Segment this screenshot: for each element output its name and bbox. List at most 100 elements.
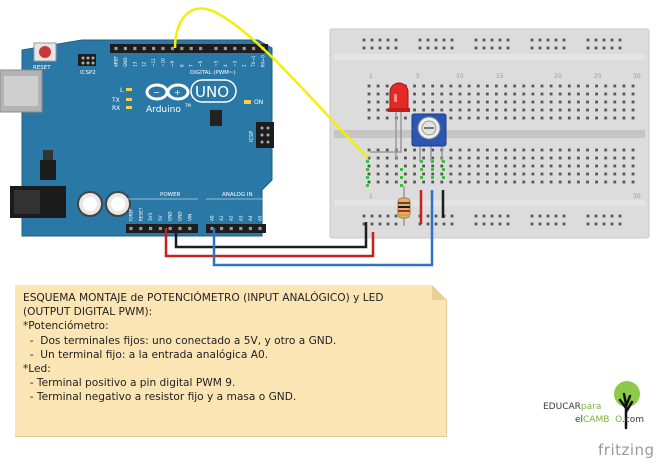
breadboard-hole [562,214,566,218]
breadboard-hole [370,222,374,226]
breadboard-hole [540,180,544,184]
breadboard-hole [613,92,617,96]
breadboard-hole [431,148,435,152]
breadboard-hole [558,84,562,88]
digital-pin-label: 8 [179,64,184,67]
breadboard-hole [449,156,453,160]
breadboard-hole [622,180,626,184]
breadboard-hole [522,108,526,112]
breadboard-hole [610,222,614,226]
breadboard-hole [467,148,471,152]
breadboard-hole [458,108,462,112]
breadboard-hole [495,100,498,104]
breadboard-hole [558,100,562,104]
power-pin-hole [178,226,182,231]
digital-pin-hole [189,46,193,51]
black-wire-gnd [174,222,368,249]
power-pin-hole [139,226,143,231]
breadboard-hole [482,46,486,50]
svg-text:L: L [120,87,124,94]
breadboard-hole [504,92,507,96]
breadboard-hole [362,38,366,42]
breadboard-hole [422,164,425,168]
educar-logo-mark [614,381,640,430]
note-line: - Un terminal fijo: a la entrada analógi… [23,348,269,361]
breadboard-hole [449,172,453,176]
breadboard-hole [622,156,626,160]
note-line: *Led: [23,363,51,376]
digital-pin-label: 7 [189,64,194,67]
breadboard-hole [549,100,553,104]
breadboard-hole [513,172,517,176]
breadboard-hole [531,172,535,176]
breadboard-hole [558,156,562,160]
breadboard-hole [531,156,535,160]
digital-pin-label: ~6 [198,60,203,67]
breadboard-hole [404,180,407,184]
power-pin-hole [168,226,172,231]
breadboard-hole [394,172,398,176]
breadboard-hole [495,172,498,176]
svg-text:Arduino: Arduino [146,105,181,115]
breadboard-hole [495,156,498,160]
digital-pin-label: 2 [242,64,247,67]
uno-badge [190,79,237,103]
breadboard-hole [485,100,489,104]
breadboard-hole [602,214,606,218]
breadboard-hole [504,100,507,104]
breadboard-hole [431,164,435,168]
breadboard-hole [522,148,526,152]
breadboard-hole [426,38,430,42]
breadboard-holes [362,38,635,226]
digital-pin-hole [233,46,237,51]
breadboard-hole [504,84,507,88]
breadboard-hole [546,46,550,50]
breadboard-hole [522,164,526,168]
breadboard-hole [467,92,471,96]
svg-text:TM: TM [184,103,191,108]
digital-pin-label: AREF [114,56,119,67]
breadboard-hole [594,38,598,42]
power-pin-hole [158,226,162,231]
breadboard-hole [476,156,480,160]
breadboard-hole [367,100,371,104]
breadboard-hole [558,116,562,120]
breadboard-hole [506,46,510,50]
column-number: 15 [496,73,504,80]
breadboard-hole [513,92,517,96]
breadboard-hole [631,164,635,168]
breadboard-hole [367,156,371,160]
breadboard-hole [546,38,550,42]
breadboard-hole [604,116,608,120]
breadboard-hole [476,148,480,152]
breadboard-hole [554,214,558,218]
breadboard-hole [595,164,598,168]
analog-pin-hole [239,226,243,231]
breadboard-hole [567,172,571,176]
breadboard-hole [531,148,535,152]
breadboard-hole [504,180,507,184]
breadboard-hole [554,222,558,226]
breadboard-hole [631,108,635,112]
breadboard-hole [394,180,398,184]
breadboard-hole [631,156,635,160]
breadboard-hole [449,84,453,88]
breadboard-hole [631,92,635,96]
breadboard-hole [413,156,416,160]
breadboard-hole [485,180,489,184]
breadboard-hole [586,100,589,104]
breadboard-hole [495,164,498,168]
digital-pin-holes [114,46,265,51]
breadboard-hole [513,156,517,160]
power-pin-hole [149,226,153,231]
breadboard-hole [622,84,626,88]
breadboard-hole [458,180,462,184]
breadboard-hole [604,108,608,112]
breadboard-hole [376,172,380,176]
breadboard-hole [385,92,389,96]
breadboard-hole [595,148,598,152]
icsp2-header: ICSP2 [78,54,96,76]
breadboard-hole [476,92,480,96]
breadboard-hole [385,172,389,176]
